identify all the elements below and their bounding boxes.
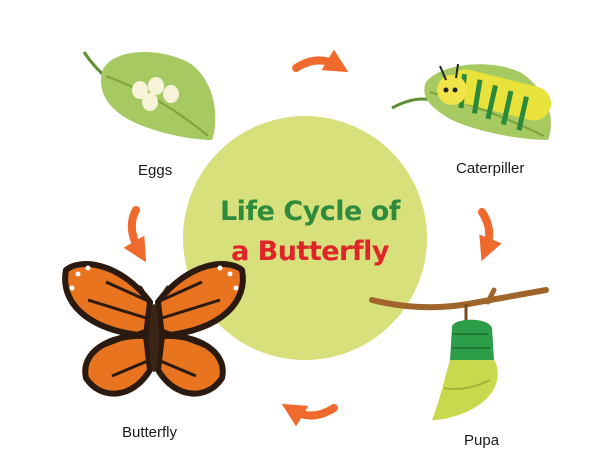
center-circle — [183, 116, 427, 360]
cycle-arrow-icon — [478, 208, 502, 262]
caterpillar-label: Caterpiller — [456, 160, 525, 177]
title-line-1: Life Cycle of — [219, 196, 401, 227]
cycle-arrow-icon — [123, 206, 147, 263]
cycle-arrow-icon — [281, 403, 338, 427]
eggs-label: Eggs — [138, 162, 173, 179]
title-line-2: a Butterfly — [231, 236, 389, 267]
cycle-arrow-icon — [292, 49, 349, 73]
pupa-label: Pupa — [464, 432, 500, 449]
monarch-butterfly-icon — [62, 261, 246, 397]
chrysalis-icon — [369, 287, 549, 420]
leaf-with-eggs-icon — [82, 51, 216, 141]
caterpillar-on-leaf-icon — [391, 63, 551, 140]
butterfly-label: Butterfly — [122, 424, 178, 441]
